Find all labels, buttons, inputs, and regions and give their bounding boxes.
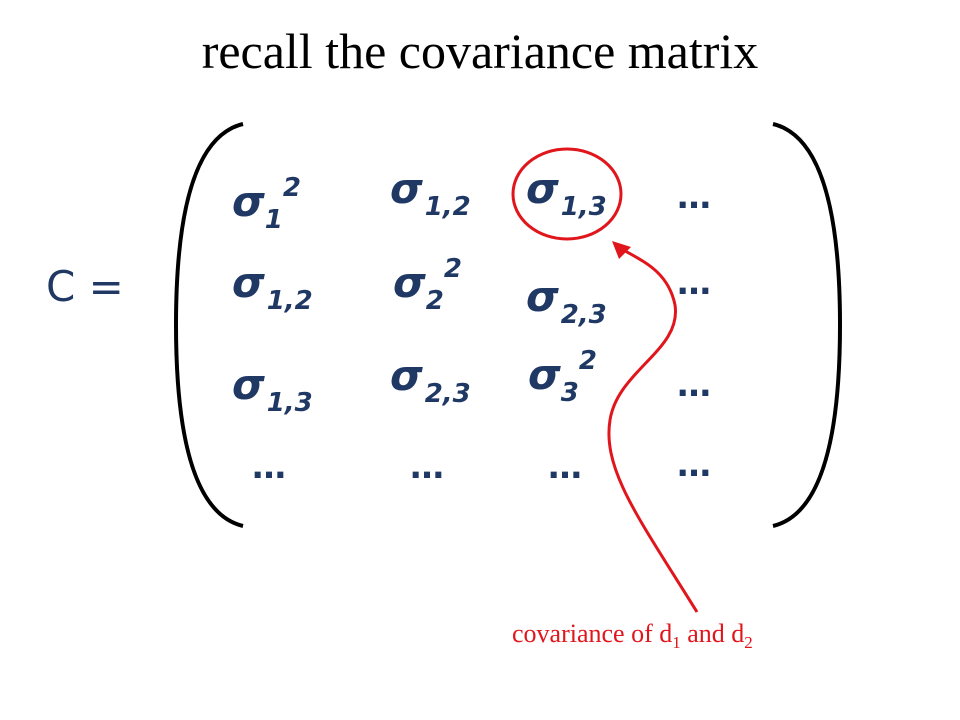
annotation-arrow-line: [607, 246, 699, 613]
cell-r3c1: σ1,3: [232, 360, 313, 418]
cell-r3c4: …: [677, 365, 711, 405]
cell-r2c3: σ2,3: [526, 272, 607, 330]
cell-r4c3: …: [548, 447, 582, 487]
matrix-label: C =: [46, 262, 124, 311]
cell-r1c4: …: [677, 177, 711, 217]
cell-r4c2: …: [410, 447, 444, 487]
left-bracket: [173, 122, 244, 528]
right-bracket: [772, 122, 843, 528]
slide-title: recall the covariance matrix: [201, 23, 759, 79]
annotation-arrowhead: [612, 241, 631, 259]
cell-r1c1: σ12: [232, 173, 301, 235]
annotation-text: covariance of d1 and d2: [512, 619, 753, 653]
cell-r3c2: σ2,3: [390, 351, 471, 409]
highlight-circle: [511, 147, 623, 241]
cell-r4c1: …: [252, 447, 286, 487]
cell-r2c2: σ22: [393, 254, 462, 316]
cell-r1c3: σ1,3: [526, 164, 607, 222]
cell-r4c4: …: [677, 445, 711, 485]
cell-r2c1: σ1,2: [232, 258, 313, 316]
cell-r1c2: σ1,2: [390, 164, 471, 222]
cell-r2c4: …: [677, 263, 711, 303]
cell-r3c3: σ32: [528, 346, 597, 408]
